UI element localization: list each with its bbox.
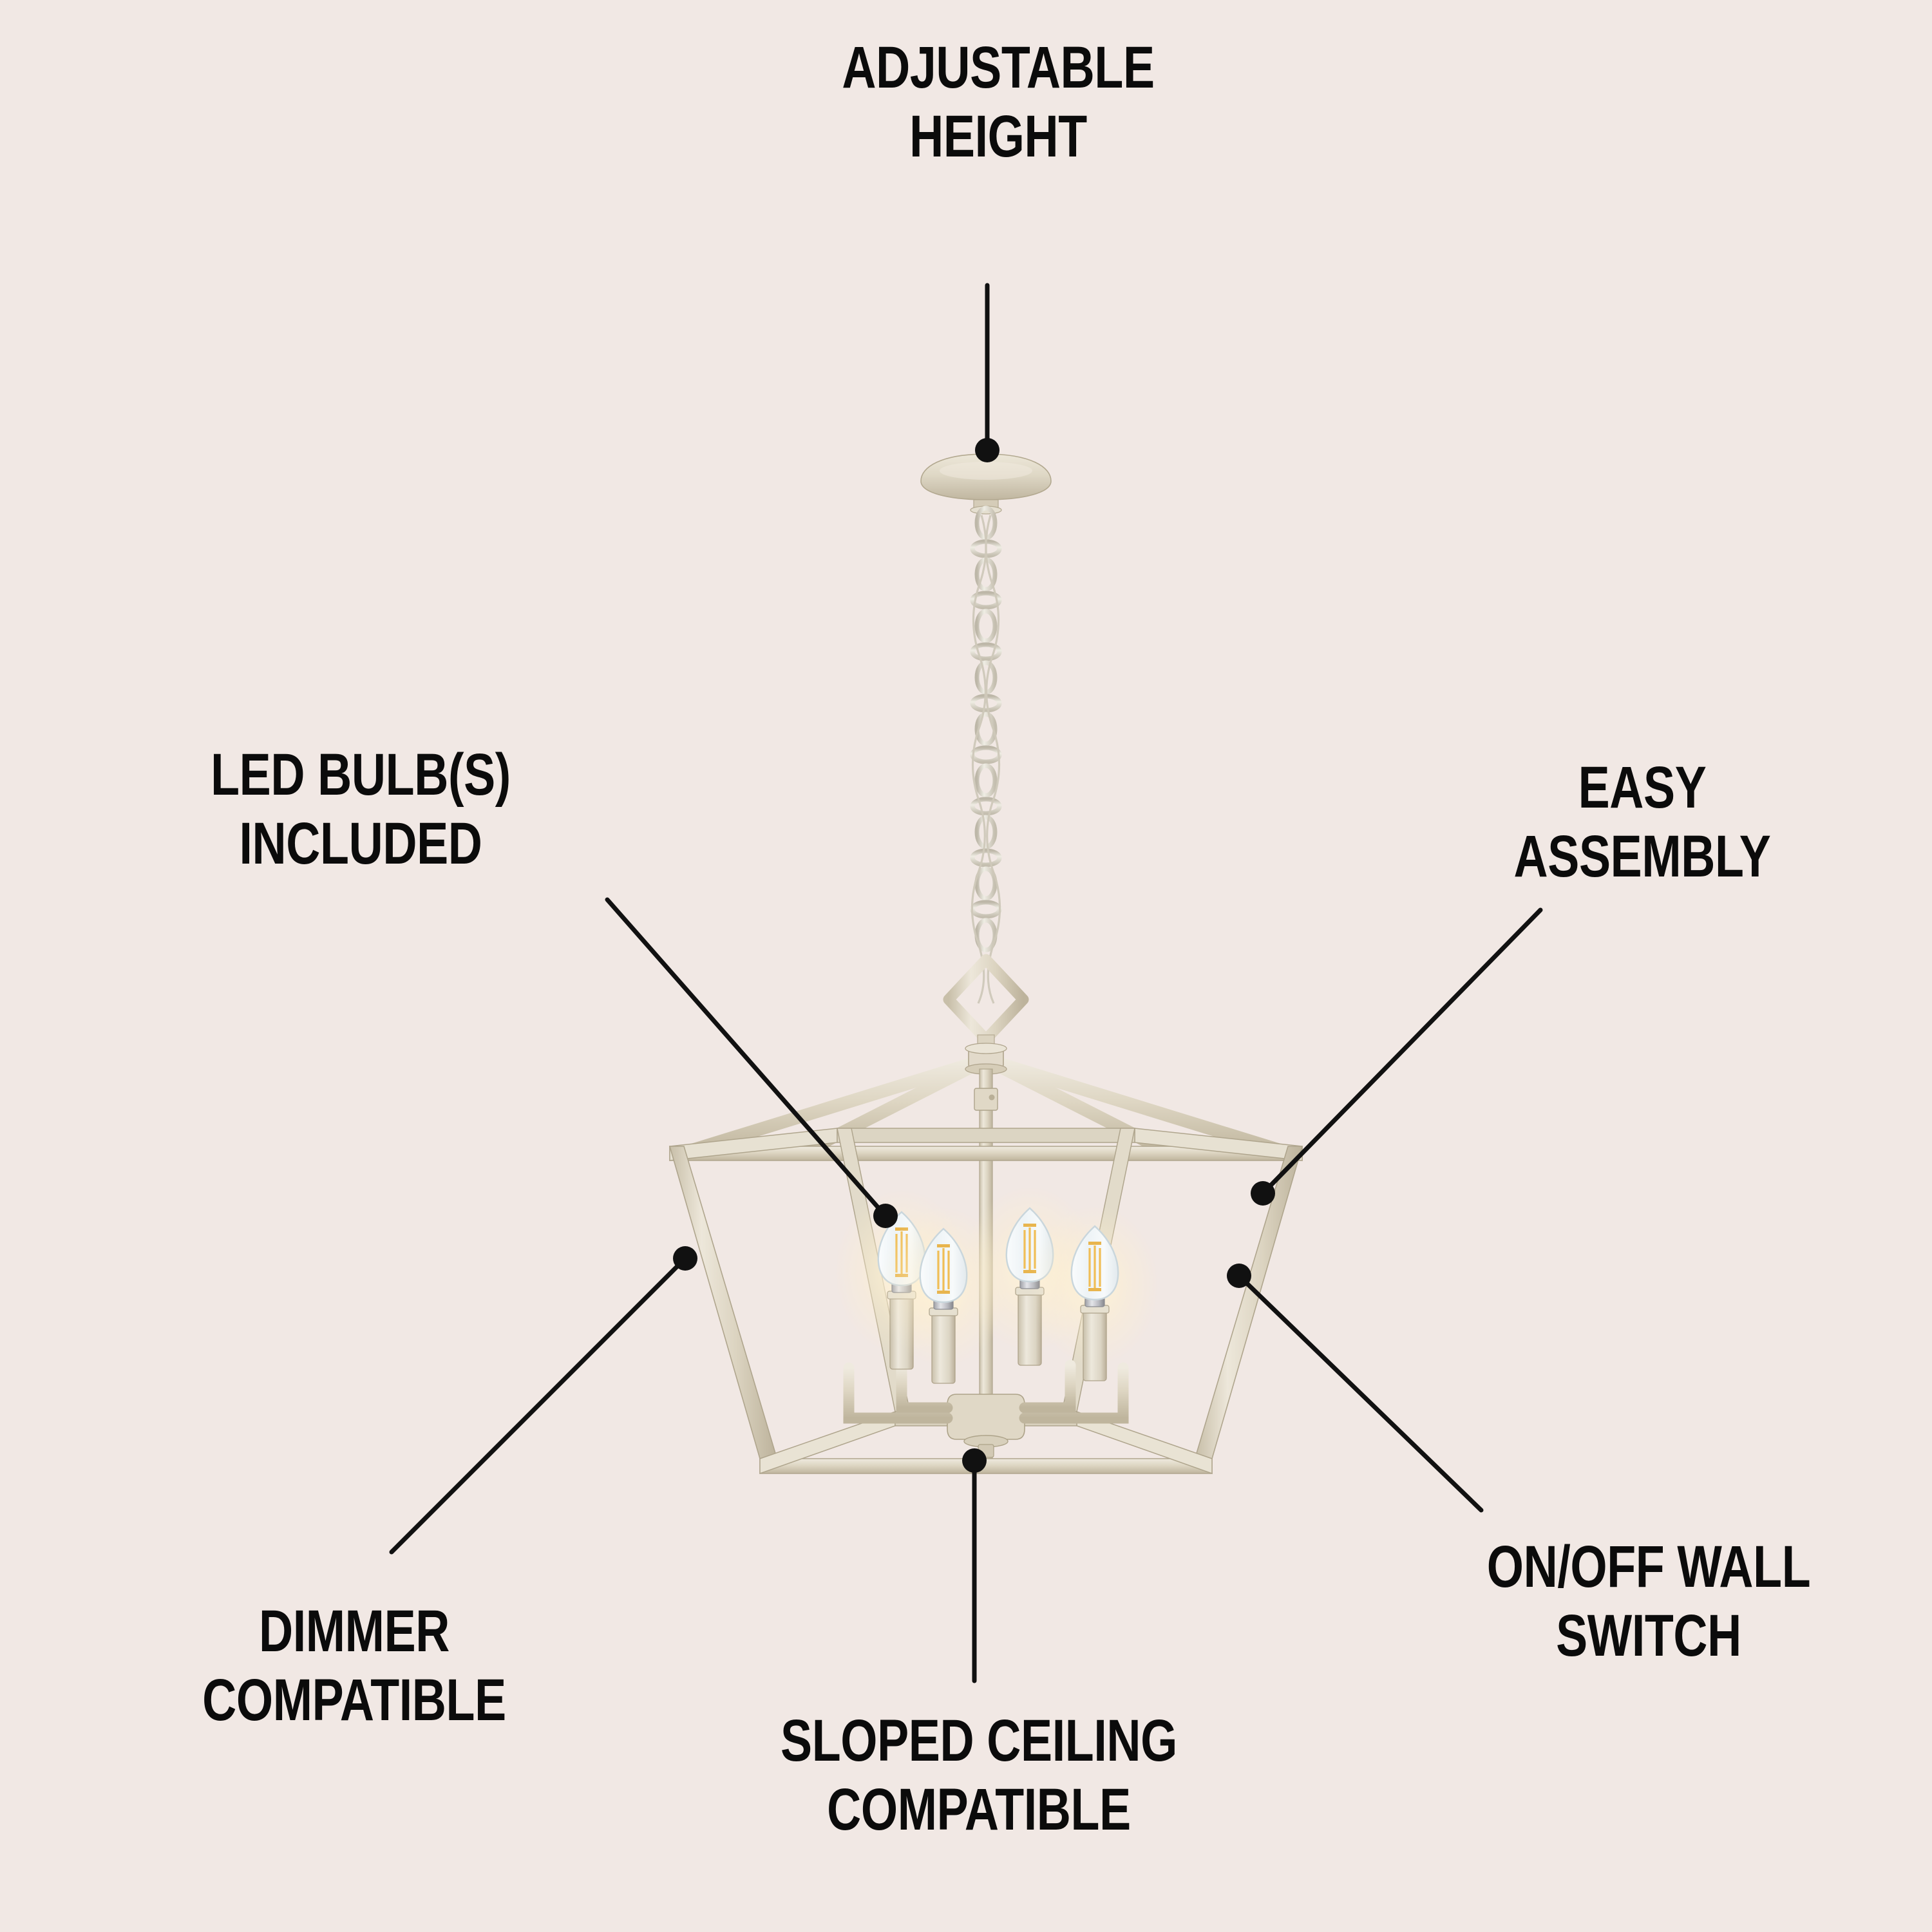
feature-label-easy-assembly: EASY ASSEMBLY — [1513, 755, 1771, 889]
dot-dimmer — [673, 1246, 697, 1271]
dot-easy-assembly — [1251, 1181, 1275, 1206]
center-hub — [947, 1394, 1025, 1458]
feature-label-dimmer-compatible: DIMMER COMPATIBLE — [202, 1598, 506, 1733]
feature-label-on-off-wall-switch: ON/OFF WALL SWITCH — [1486, 1534, 1811, 1669]
leader-dots — [673, 438, 1275, 1473]
canopy — [920, 453, 1052, 515]
leader-dimmer — [389, 1256, 688, 1555]
candle-light-4 — [1030, 1204, 1159, 1381]
bottom-square-frame — [759, 1410, 1213, 1475]
leader-lines — [389, 283, 1543, 1683]
light-arms — [843, 1359, 1129, 1424]
dot-adjustable-height — [975, 438, 999, 462]
leader-easy-assembly — [1260, 907, 1543, 1196]
top-square-frame — [669, 1128, 1303, 1161]
leader-on-off-switch — [1236, 1273, 1484, 1513]
power-cable — [971, 515, 1001, 1004]
chain — [970, 506, 1002, 952]
feature-label-led-bulbs-included: LED BULB(S) INCLUDED — [211, 742, 511, 876]
dot-on-off-switch — [1227, 1264, 1251, 1288]
dot-led-bulbs — [873, 1204, 898, 1228]
feature-label-adjustable-height: ADJUSTABLE HEIGHT — [842, 35, 1155, 169]
leader-led-bulbs — [605, 897, 888, 1218]
diamond-loop-finial — [943, 954, 1029, 1050]
dot-sloped-ceiling — [962, 1448, 987, 1473]
feature-label-sloped-ceiling-compatible: SLOPED CEILING COMPATIBLE — [781, 1708, 1177, 1842]
